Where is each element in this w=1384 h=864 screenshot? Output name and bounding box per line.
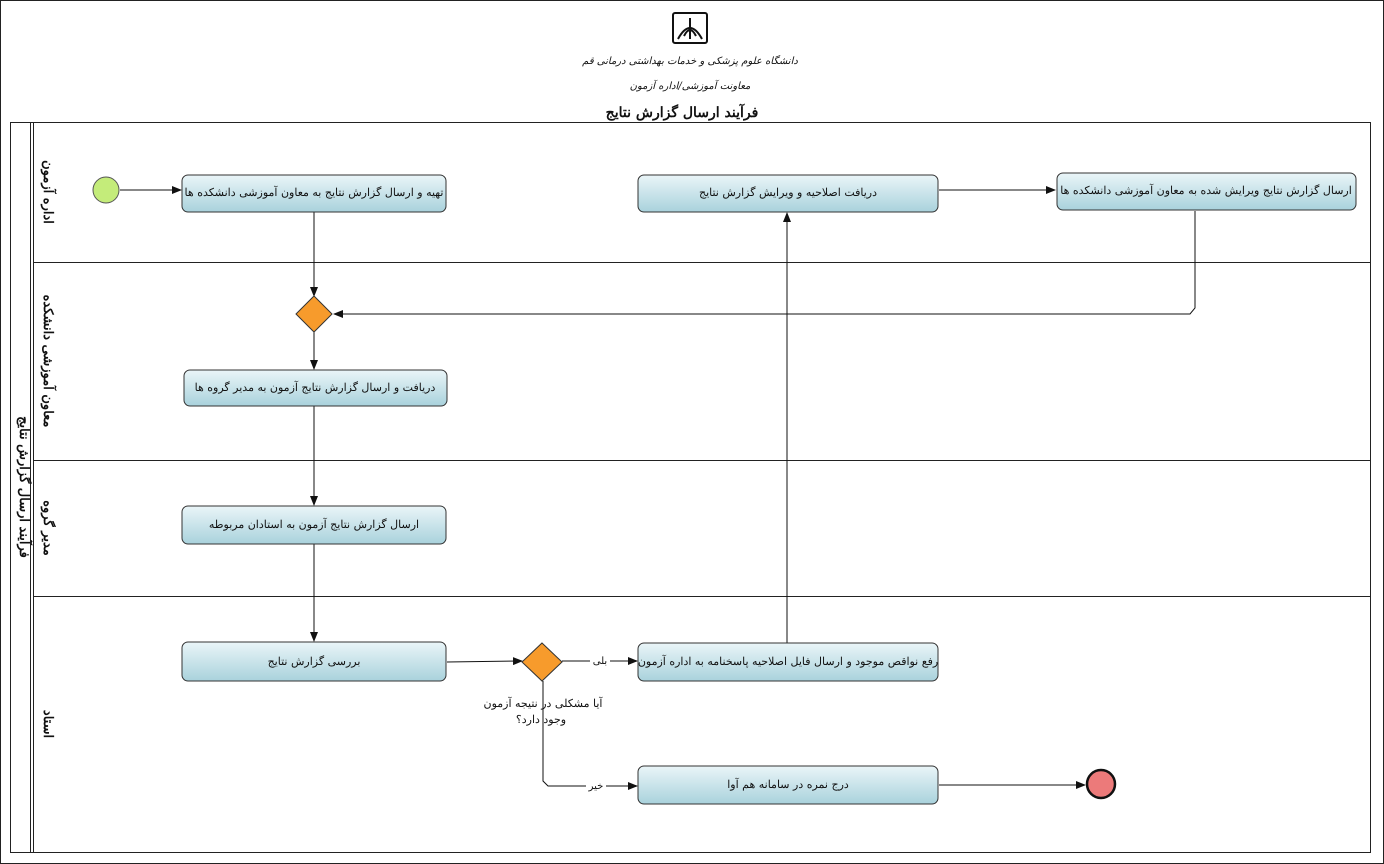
task-prepare-report: تهیه و ارسال گزارش نتایج به معاون آموزشی… [181, 174, 447, 213]
gateway-no-label: خیر [588, 781, 604, 792]
yes-label-bg [590, 653, 610, 667]
task-fix-label: رفع نواقص موجود و ارسال فایل اصلاحیه پاس… [638, 655, 938, 668]
pool-label: فرآیند ارسال گزارش نتایج [16, 416, 33, 558]
task-review-report: بررسی گزارش نتایج [181, 641, 447, 682]
start-event [92, 176, 120, 204]
task-forward-label: دریافت و ارسال گزارش نتایج آزمون به مدیر… [195, 381, 436, 394]
lane-label-teacher: استاد [40, 710, 55, 738]
university-name: دانشگاه علوم پزشکی و خدمات بهداشتی درمان… [582, 55, 798, 67]
flow-edited-to-merge [333, 211, 1196, 318]
task-enter-grade: درج نمره در سامانه هم آوا [637, 765, 939, 805]
no-label-bg [586, 778, 606, 792]
task-receive-edit-label: دریافت اصلاحیه و ویرایش گزارش نتایج [699, 186, 877, 199]
university-logo [672, 12, 708, 44]
merge-gateway [295, 295, 333, 333]
task-grade-label: درج نمره در سامانه هم آوا [727, 778, 849, 791]
pool-frame [10, 122, 1371, 853]
connectors [120, 186, 1196, 790]
lane-label-faculty-deputy: معاون آموزشی دانشکده [40, 295, 57, 428]
task-send-to-teachers: ارسال گزارش نتایج آزمون به استادان مربوط… [181, 505, 447, 545]
gateway-question-line1: آیا مشکلی در نتیجه آزمون [484, 697, 604, 710]
task-send-teachers-label: ارسال گزارش نتایج آزمون به استادان مربوط… [209, 518, 419, 531]
lane-label-department-head: مدیر گروه [40, 500, 57, 556]
department-name: معاونت آموزشی/اداره آزمون [630, 79, 751, 92]
gateway-yes-label: بلی [593, 656, 607, 667]
end-event [1085, 768, 1117, 800]
diagram-title: فرآیند ارسال گزارش نتایج [606, 103, 759, 121]
task-send-edited-report: ارسال گزارش نتایج ویرایش شده به معاون آم… [1056, 172, 1357, 211]
lane-label-exam-office: اداره آزمون [40, 160, 57, 224]
flow-review-to-gateway [446, 657, 523, 666]
task-forward-to-head: دریافت و ارسال گزارش نتایج آزمون به مدیر… [183, 369, 448, 407]
task-review-label: بررسی گزارش نتایج [268, 655, 361, 668]
task-prepare-label: تهیه و ارسال گزارش نتایج به معاون آموزشی… [185, 186, 444, 199]
task-receive-correction: دریافت اصلاحیه و ویرایش گزارش نتایج [637, 174, 939, 213]
task-send-edited-label: ارسال گزارش نتایج ویرایش شده به معاون آم… [1060, 184, 1352, 197]
gateway-question-line2: وجود دارد؟ [516, 713, 566, 726]
task-fix-issues: رفع نواقص موجود و ارسال فایل اصلاحیه پاس… [637, 642, 939, 682]
decision-gateway [521, 642, 563, 682]
